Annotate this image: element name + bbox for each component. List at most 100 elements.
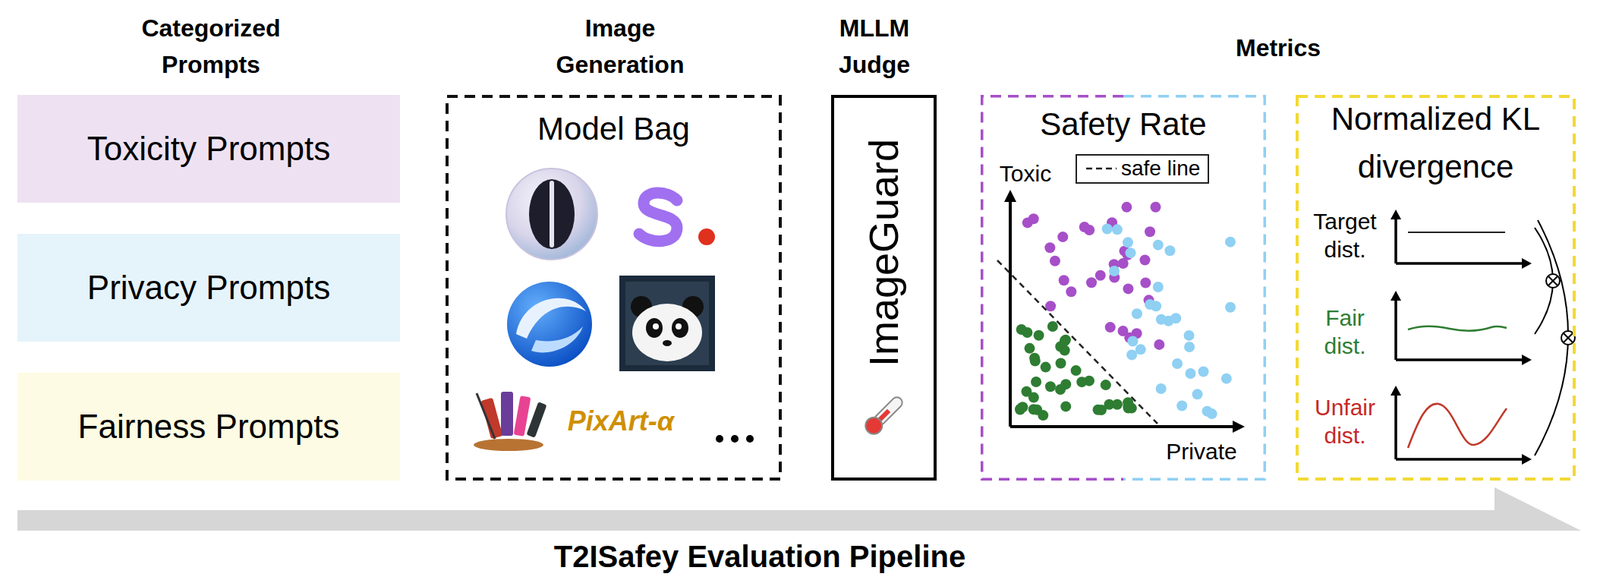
mini-chart-axes xyxy=(1394,217,1398,264)
scatter-dot xyxy=(1198,365,1210,377)
scatter-dot xyxy=(1206,408,1218,419)
logo-icon xyxy=(619,275,715,372)
fair-curve xyxy=(1407,326,1507,331)
logo-icon xyxy=(529,179,575,249)
bracket-curves xyxy=(1548,276,1558,286)
scatter-dot xyxy=(1184,341,1195,353)
bracket-curves xyxy=(1563,333,1573,343)
pipeline-arrow xyxy=(17,487,1582,531)
pipeline-title: T2ISafey Evaluation Pipeline xyxy=(418,538,1102,575)
chart-axes xyxy=(1004,189,1017,202)
mini-chart-axes xyxy=(1521,453,1532,465)
scatter-dot xyxy=(1184,330,1195,341)
scatter-dot xyxy=(1047,321,1059,332)
scatter-dot xyxy=(1020,386,1032,397)
scatter-dot xyxy=(1122,396,1134,408)
scatter-dot xyxy=(1122,236,1134,248)
scatter-dot xyxy=(1149,201,1161,213)
mini-chart-axes xyxy=(1390,290,1402,301)
mini-chart-axes xyxy=(1521,354,1532,366)
chart-axes xyxy=(1008,198,1012,427)
scatter-dot xyxy=(1060,378,1071,390)
logo-icon xyxy=(632,303,703,362)
ellipsis-dots xyxy=(746,434,754,443)
scatter-dot xyxy=(1049,255,1061,267)
logo-icon xyxy=(506,168,598,260)
scatter-dot xyxy=(1055,357,1067,369)
mini-chart-axes xyxy=(1390,209,1532,465)
scatter-dot xyxy=(1095,270,1106,281)
logo-icon xyxy=(619,275,715,372)
column-header: Categorized Prompts xyxy=(119,9,303,83)
bracket-curves xyxy=(1534,220,1575,456)
scatter-dot xyxy=(1017,401,1028,413)
scatter-dot xyxy=(1221,373,1232,385)
logo-icon xyxy=(473,438,544,451)
legend-text: safe line xyxy=(1121,157,1200,181)
mini-chart-axes xyxy=(1394,298,1398,360)
mini-chart-axes xyxy=(1390,209,1402,220)
scatter-dot xyxy=(1153,339,1165,350)
scatter-dot xyxy=(1057,231,1068,243)
scatter-dot xyxy=(1164,245,1175,256)
scatter-dot xyxy=(1055,340,1066,352)
scatter-dot xyxy=(1152,281,1164,293)
bracket-curves xyxy=(1563,333,1573,343)
scatter-dot xyxy=(1111,399,1123,410)
node-text: Toxicity Prompts xyxy=(79,129,338,170)
legend-box: safe line xyxy=(1075,154,1210,184)
dist-label: Fair dist. xyxy=(1305,303,1386,361)
logo-icon xyxy=(675,323,682,330)
scatter-dot xyxy=(1108,265,1120,277)
scatter-dot xyxy=(1044,242,1056,253)
scatter-dot xyxy=(1065,286,1077,297)
dist-label: Target dist. xyxy=(1305,207,1386,265)
scatter-dot xyxy=(1079,221,1090,233)
scatter-dot xyxy=(1144,226,1156,237)
metric-panel: Safety Rate xyxy=(980,94,1267,481)
node-text: Model Bag xyxy=(445,94,782,149)
scatter-dot xyxy=(1111,223,1123,235)
bracket-curves xyxy=(1546,274,1560,288)
scatter-dot xyxy=(1225,236,1236,248)
logo-icon xyxy=(516,298,586,339)
logo-icon xyxy=(639,192,715,246)
scatter-dot xyxy=(1086,277,1097,288)
logo-icon xyxy=(645,318,663,338)
prompt-box: Privacy Prompts xyxy=(17,233,400,342)
scatter-dot xyxy=(1100,379,1112,391)
thermometer-icon xyxy=(862,413,886,438)
scatter-dot xyxy=(1131,308,1143,319)
metric-panel: Normalized KL divergence xyxy=(1295,94,1576,481)
scatter-dot xyxy=(1070,365,1082,376)
scatter-dot xyxy=(1140,277,1151,288)
scatter-dot xyxy=(1016,324,1027,335)
scatter-dot xyxy=(1124,247,1136,259)
logo-icon xyxy=(698,228,715,246)
scatter-dot xyxy=(1102,223,1113,235)
logo-icon xyxy=(473,391,548,451)
mini-chart-axes xyxy=(1395,358,1525,362)
legend-line-sample xyxy=(1086,167,1117,171)
node-text: Fairness Prompts xyxy=(70,406,348,448)
scatter-dots xyxy=(1014,201,1236,421)
column-header: Metrics xyxy=(1202,29,1355,67)
scatter-dot xyxy=(1030,376,1042,388)
logo-icon xyxy=(625,281,709,366)
target-curve xyxy=(1407,231,1506,234)
dist-label: Unfair dist. xyxy=(1305,393,1386,451)
scatter-dot xyxy=(1152,239,1164,251)
scatter-dot xyxy=(1171,358,1183,369)
node-text: ImageGuard xyxy=(861,138,907,367)
logo-icon xyxy=(476,393,495,439)
column-header: MLLM Judge xyxy=(828,9,920,83)
axis-label: Toxic xyxy=(991,160,1060,188)
scatter-dot xyxy=(1029,352,1040,364)
scatter-dot xyxy=(1117,325,1128,337)
scatter-dot xyxy=(1083,375,1095,387)
scatter-dot xyxy=(1121,201,1132,213)
node-text: Privacy Prompts xyxy=(79,267,338,309)
scatter-dot xyxy=(1105,321,1116,333)
ellipsis-dots xyxy=(715,434,754,443)
safe-line xyxy=(997,260,1158,424)
